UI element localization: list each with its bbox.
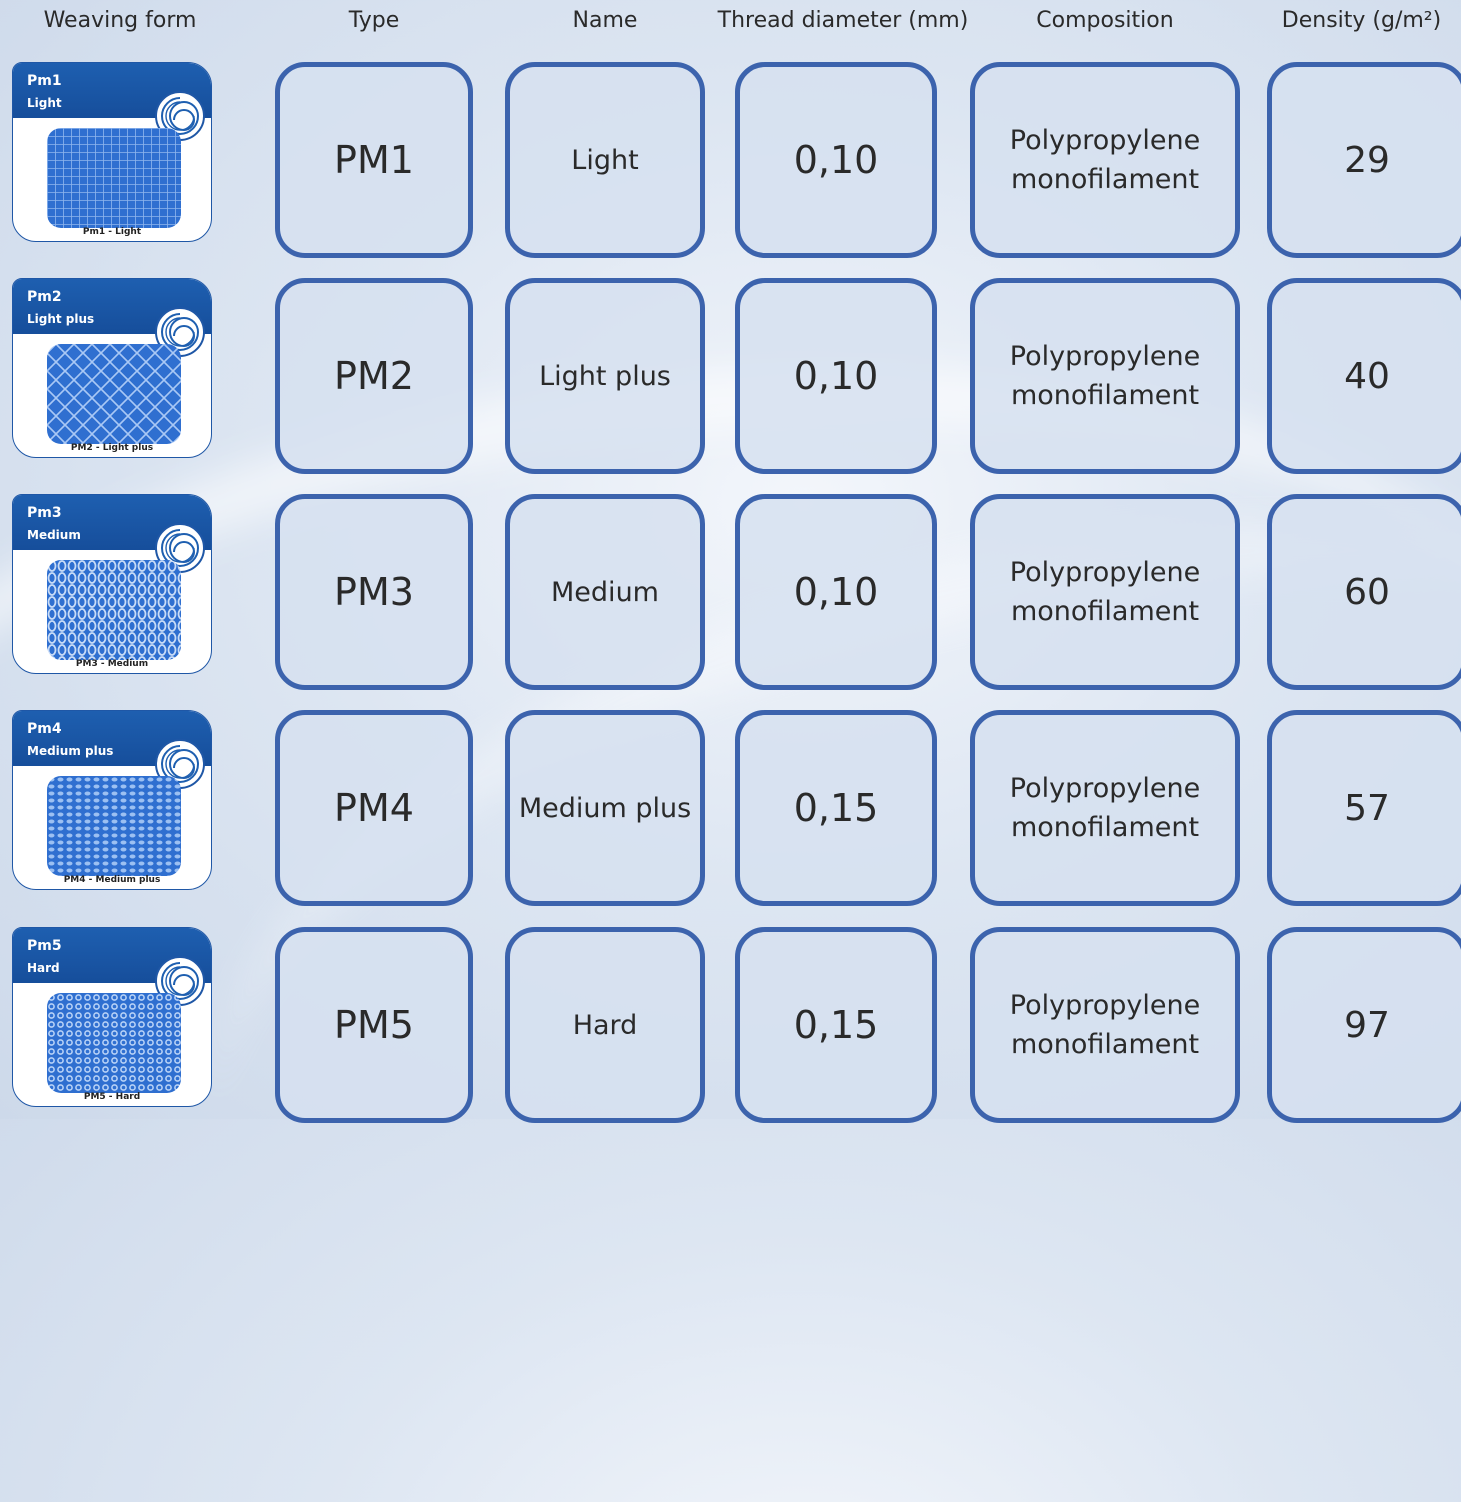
- card-name: Medium plus: [27, 744, 114, 758]
- cell-diameter: 0,15: [735, 927, 937, 1123]
- cell-diameter: 0,10: [735, 278, 937, 474]
- cell-diameter: 0,10: [735, 494, 937, 690]
- card-name: Light: [27, 96, 62, 110]
- cell-type: PM3: [275, 494, 473, 690]
- header-type: Type: [348, 8, 400, 33]
- cell-diameter: 0,10: [735, 62, 937, 258]
- card-name: Hard: [27, 961, 60, 975]
- mesh-texture-icon: [47, 776, 181, 876]
- card-caption: PM5 - Hard: [83, 1092, 141, 1102]
- card-caption: Pm1 - Light: [82, 227, 142, 237]
- cell-type: PM4: [275, 710, 473, 906]
- header-thread-diameter: Thread diameter (mm): [717, 8, 969, 33]
- cell-name: Light plus: [505, 278, 705, 474]
- card-caption: PM2 - Light plus: [70, 443, 154, 453]
- card-caption: PM3 - Medium: [75, 659, 149, 669]
- cell-type: PM5: [275, 927, 473, 1123]
- cell-density: 40: [1267, 278, 1461, 474]
- card-code: Pm3: [27, 505, 62, 521]
- card-code: Pm1: [27, 73, 62, 89]
- card-code: Pm2: [27, 289, 62, 305]
- cell-type: PM2: [275, 278, 473, 474]
- cell-type: PM1: [275, 62, 473, 258]
- cell-diameter: 0,15: [735, 710, 937, 906]
- card-code: Pm5: [27, 938, 62, 954]
- cell-name: Light: [505, 62, 705, 258]
- cell-density: 29: [1267, 62, 1461, 258]
- card-code: Pm4: [27, 721, 62, 737]
- mesh-texture-icon: [47, 128, 181, 228]
- card-caption: PM4 - Medium plus: [63, 875, 161, 885]
- mesh-texture-icon: [47, 344, 181, 444]
- background-swoosh: [0, 252, 1461, 1468]
- header-density: Density (g/m²): [1281, 8, 1442, 33]
- card-name: Medium: [27, 528, 81, 542]
- cell-density: 57: [1267, 710, 1461, 906]
- header-composition: Composition: [1036, 8, 1174, 33]
- cell-density: 60: [1267, 494, 1461, 690]
- mesh-texture-icon: [47, 993, 181, 1093]
- cell-name: Hard: [505, 927, 705, 1123]
- mesh-texture-icon: [47, 560, 181, 660]
- cell-name: Medium plus: [505, 710, 705, 906]
- cell-name: Medium: [505, 494, 705, 690]
- header-name: Name: [572, 8, 638, 33]
- header-weaving-form: Weaving form: [43, 8, 197, 33]
- card-name: Light plus: [27, 312, 95, 326]
- cell-density: 97: [1267, 927, 1461, 1123]
